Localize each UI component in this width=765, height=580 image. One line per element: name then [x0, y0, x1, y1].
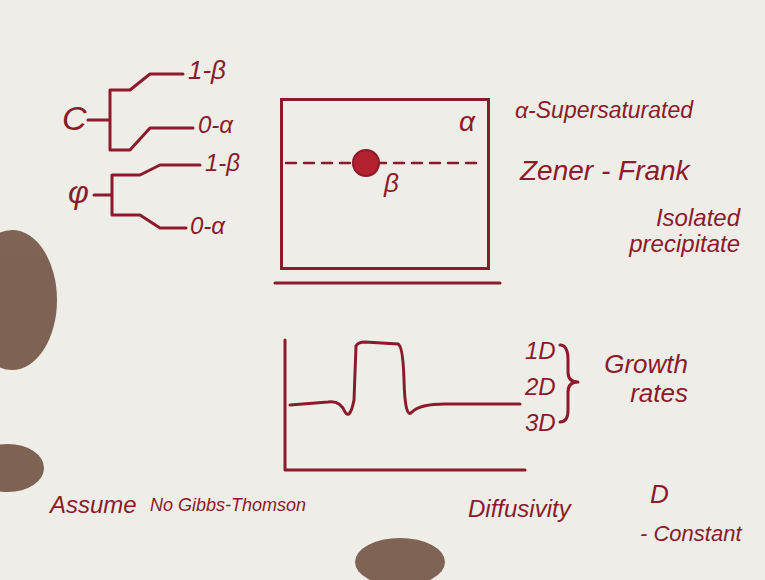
boundary-value: 0-α: [190, 213, 225, 239]
phase-label: α: [459, 107, 475, 138]
boundary-value: 1-β: [188, 56, 226, 85]
note: Isolated precipitate: [595, 205, 740, 258]
boundary-value: 1-β: [205, 150, 240, 176]
underline: [275, 282, 500, 285]
variable: φ: [68, 175, 89, 210]
assumption: No Gibbs-Thomson: [150, 496, 306, 516]
concentration-profile: [290, 342, 520, 414]
variable: D: [650, 480, 669, 509]
dimension-label: 1D: [525, 338, 556, 364]
boundary-value: 0-α: [198, 112, 233, 138]
dimension-label: 3D: [525, 410, 556, 436]
variable: C: [62, 100, 87, 137]
assumption: Assume: [50, 492, 137, 518]
bracket: [94, 165, 200, 228]
phase-label: β: [384, 169, 399, 198]
assumption: Diffusivity: [468, 496, 571, 522]
dimension-label: 2D: [525, 374, 556, 400]
note: Growth rates: [588, 350, 688, 407]
axes: [285, 340, 525, 470]
dashed-line: [286, 162, 480, 165]
matrix-box: αβ: [280, 98, 490, 270]
precipitate-shape: [350, 147, 382, 179]
brace: [560, 345, 578, 422]
precipitate-circle: β: [350, 147, 382, 179]
model-name: Zener - Frank: [520, 156, 690, 187]
note: α-Supersaturated: [515, 98, 693, 123]
assumption: - Constant: [640, 522, 742, 546]
bracket: [88, 74, 193, 150]
